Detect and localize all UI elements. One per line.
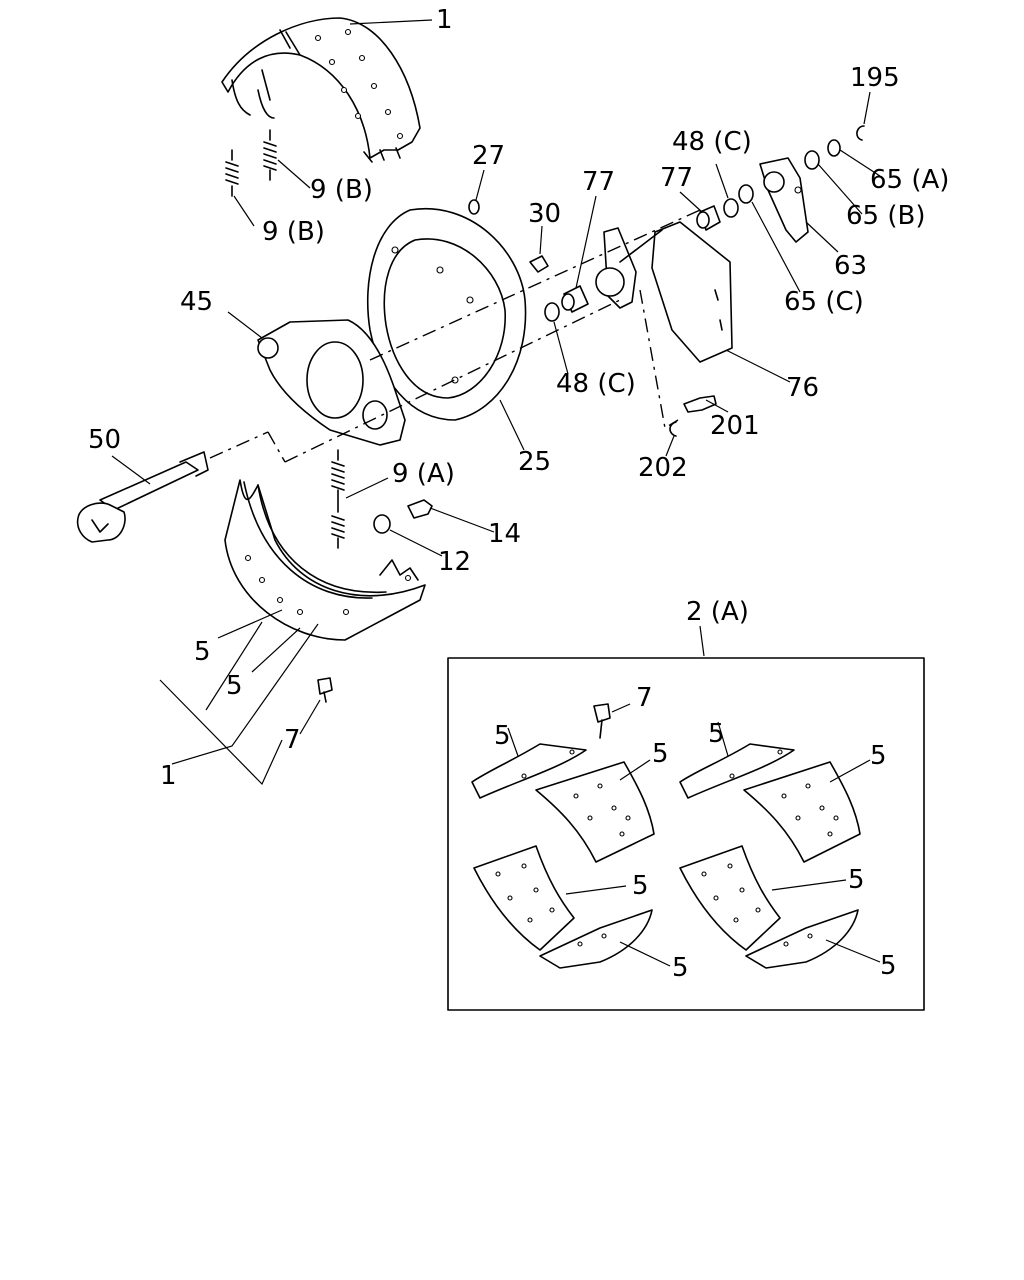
label-kit-2a: 2 (A) (686, 597, 749, 627)
label-45: 45 (180, 287, 213, 317)
upper-brake-shoe (221, 17, 421, 163)
label-25: 25 (518, 447, 551, 477)
label-kit-7: 7 (636, 683, 653, 713)
bushing-12 (373, 514, 391, 534)
kit-lining-set-left (471, 703, 655, 969)
label-kit-5-8: 5 (880, 951, 897, 981)
washer-65a (827, 139, 841, 157)
label-kit-5-4: 5 (672, 953, 689, 983)
part-labels: 1 9 (B) 9 (B) 27 30 77 77 48 (C) 195 65 … (88, 5, 949, 983)
bushing-77-right (696, 205, 721, 231)
spring-9b-right (263, 129, 277, 181)
label-76: 76 (786, 373, 819, 403)
slack-adjuster (759, 157, 809, 243)
label-48c-mid: 48 (C) (556, 369, 636, 399)
label-5-a: 5 (194, 637, 211, 667)
label-1-top: 1 (436, 5, 453, 35)
label-kit-5-3: 5 (632, 871, 649, 901)
pin-14 (407, 499, 433, 519)
label-7-lower: 7 (284, 725, 301, 755)
washer-65b (804, 150, 820, 170)
label-48c-top: 48 (C) (672, 127, 752, 157)
clip-195 (856, 125, 865, 141)
label-5-b: 5 (226, 671, 243, 701)
label-kit-5-7: 5 (848, 865, 865, 895)
label-50: 50 (88, 425, 121, 455)
label-9a: 9 (A) (392, 459, 455, 489)
label-202: 202 (638, 453, 688, 483)
bushing-77-left (561, 285, 589, 313)
bolt-201 (683, 395, 717, 413)
shoe-holes (314, 28, 404, 140)
label-65a: 65 (A) (870, 165, 949, 195)
bolt-7-lower (317, 677, 333, 703)
washer-65c (738, 184, 754, 204)
label-1-lower: 1 (160, 761, 177, 791)
washer-27 (468, 199, 480, 215)
backing-plate (367, 207, 527, 421)
label-65c: 65 (C) (784, 287, 864, 317)
spring-9b-left (225, 149, 239, 197)
spring-9a (331, 449, 345, 549)
bolt-30 (529, 255, 549, 273)
washer-48c-top (723, 198, 739, 218)
repair-kit-box (447, 657, 925, 1011)
label-195: 195 (850, 63, 900, 93)
label-63: 63 (834, 251, 867, 281)
label-9b-left: 9 (B) (262, 217, 325, 247)
label-77-right: 77 (660, 163, 693, 193)
label-9b-right: 9 (B) (310, 175, 373, 205)
camshaft-bracket (595, 221, 733, 363)
label-12: 12 (438, 547, 471, 577)
kit-lining-set-right (679, 743, 861, 969)
brake-spider (257, 319, 406, 446)
label-30: 30 (528, 199, 561, 229)
label-kit-5-1: 5 (494, 721, 511, 751)
washer-48c-mid (544, 302, 560, 322)
leader-lines (111, 19, 881, 786)
label-27: 27 (472, 141, 505, 171)
label-77-left: 77 (582, 167, 615, 197)
kit-leader-lines (507, 703, 881, 967)
label-201: 201 (710, 411, 760, 441)
label-kit-5-6: 5 (870, 741, 887, 771)
label-14: 14 (488, 519, 521, 549)
label-65b: 65 (B) (846, 201, 925, 231)
camshaft (76, 451, 209, 543)
assembly-centerlines (209, 209, 701, 463)
label-kit-5-2: 5 (652, 739, 669, 769)
lower-brake-shoe (224, 479, 426, 641)
label-kit-5-5: 5 (708, 719, 725, 749)
